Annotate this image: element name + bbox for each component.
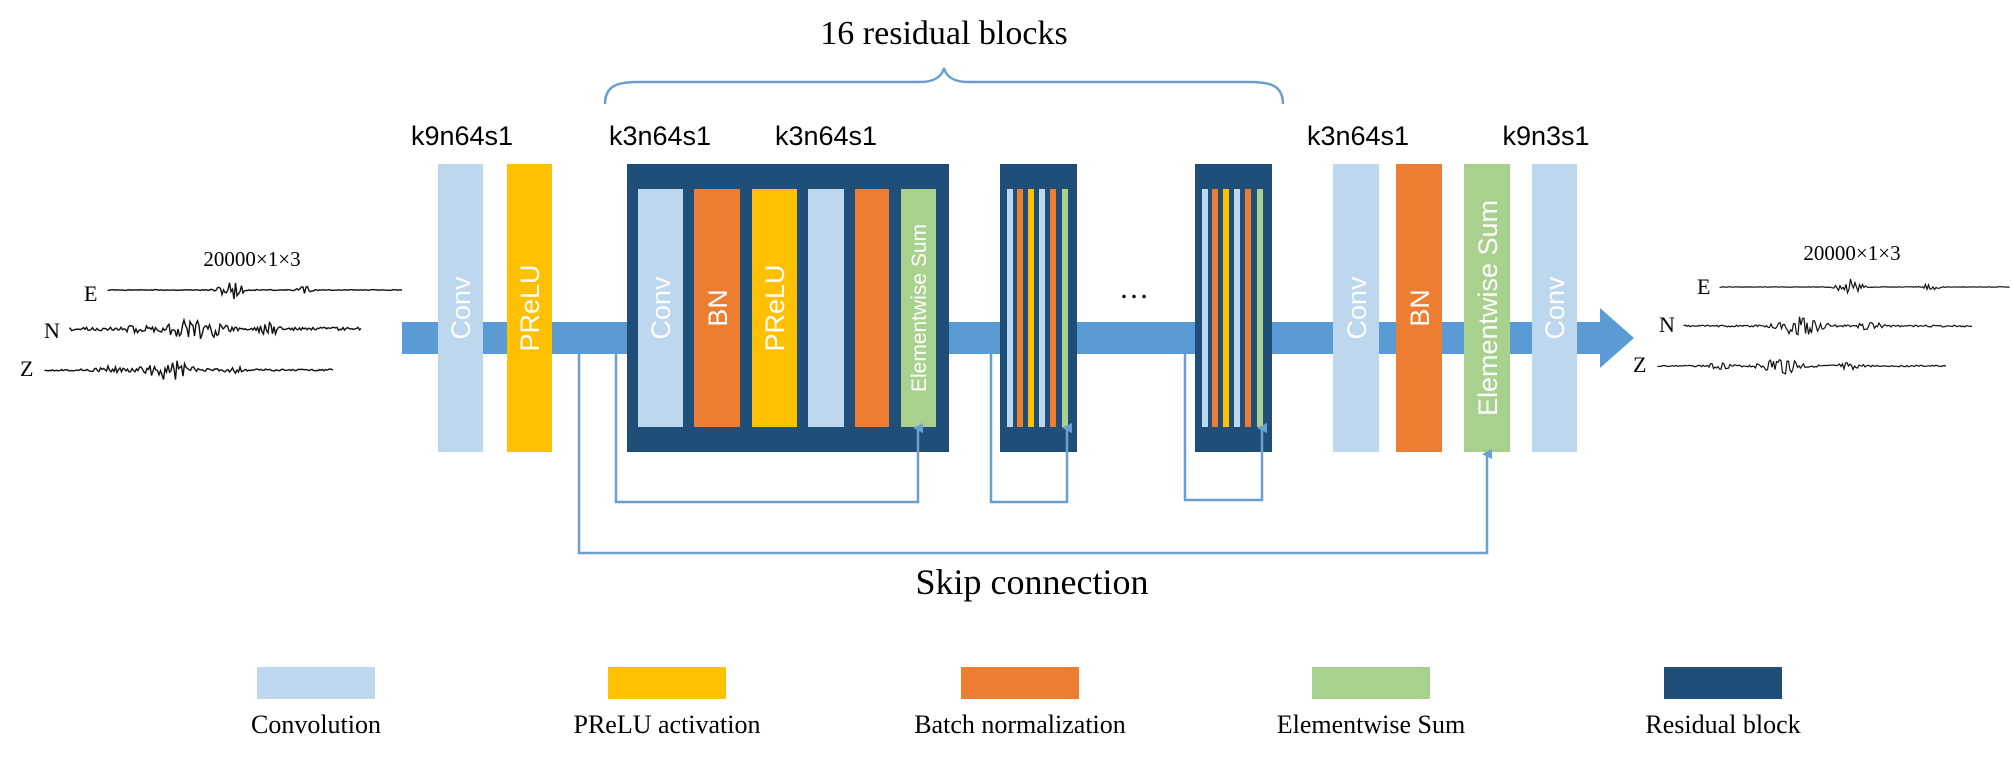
output-channel-e: E — [1697, 274, 1710, 299]
output-seismogram: 20000×1×3 E N Z — [1633, 241, 2010, 377]
skip-elementwise-sum-layer: Elementwise Sum — [1464, 164, 1510, 452]
legend-label-batchnorm: Batch normalization — [914, 710, 1126, 739]
residual-block-compact-n — [1195, 164, 1272, 452]
res-bn-1-label: BN — [703, 289, 733, 327]
input-wave-z — [44, 360, 334, 380]
legend-label-elementwise: Elementwise Sum — [1277, 710, 1465, 739]
output-channel-z: Z — [1633, 352, 1646, 377]
first-conv-label: Conv — [446, 276, 476, 340]
res-elementwise-sum — [901, 189, 936, 427]
res-bn-2 — [855, 189, 889, 427]
legend: Convolution PReLU activation Batch norma… — [251, 667, 1801, 739]
legend-label-residual: Residual block — [1645, 710, 1800, 739]
output-channel-n: N — [1659, 312, 1675, 337]
first-prelu-label: PReLU — [515, 264, 545, 351]
input-channel-e: E — [84, 281, 97, 306]
legend-item-elementwise: Elementwise Sum — [1277, 667, 1465, 739]
legend-swatch-residual — [1664, 667, 1782, 699]
residual-blocks-brace — [603, 67, 1285, 105]
res-bn-1 — [694, 189, 740, 427]
res-prelu-label: PReLU — [760, 264, 790, 351]
param-res-conv1: k3n64s1 — [609, 121, 711, 151]
residual-connector-n — [1183, 354, 1267, 502]
param-post: k3n64s1 — [1307, 121, 1409, 151]
residual-connector-1 — [614, 354, 923, 504]
legend-swatch-convolution — [257, 667, 375, 699]
first-prelu-layer: PReLU — [507, 164, 552, 452]
param-final: k9n3s1 — [1502, 121, 1589, 151]
post-conv-layer: Conv — [1333, 164, 1379, 452]
res-conv-1 — [638, 189, 683, 427]
legend-item-prelu: PReLU activation — [573, 667, 761, 739]
input-shape-label: 20000×1×3 — [203, 247, 300, 271]
input-channel-n: N — [44, 318, 60, 343]
input-seismogram: 20000×1×3 E N Z — [20, 247, 403, 381]
post-bn-layer: BN — [1396, 164, 1442, 452]
ellipsis: … — [1119, 272, 1149, 305]
legend-swatch-prelu — [608, 667, 726, 699]
res-sum-label: Elementwise Sum — [908, 224, 931, 392]
legend-item-batchnorm: Batch normalization — [914, 667, 1126, 739]
input-wave-n — [69, 317, 362, 339]
legend-swatch-batchnorm — [961, 667, 1079, 699]
post-conv-label: Conv — [1342, 276, 1372, 340]
final-conv-label: Conv — [1540, 276, 1570, 340]
residual-connector-2 — [989, 354, 1072, 504]
input-wave-e — [107, 282, 403, 300]
main-flow-arrow-head — [1600, 308, 1634, 368]
residual-connectors — [577, 354, 1492, 555]
param-first: k9n64s1 — [411, 121, 513, 151]
legend-label-prelu: PReLU activation — [573, 710, 760, 739]
output-wave-z — [1657, 358, 1947, 375]
skip-connection-line — [577, 354, 1492, 555]
skip-connection-label: Skip connection — [916, 562, 1149, 602]
param-res-conv2: k3n64s1 — [775, 121, 877, 151]
first-conv-layer: Conv — [438, 164, 483, 452]
output-shape-label: 20000×1×3 — [1803, 241, 1900, 265]
residual-block-compact-2 — [1000, 164, 1077, 452]
output-wave-n — [1683, 316, 1973, 336]
post-bn-label: BN — [1405, 289, 1435, 327]
title-label: 16 residual blocks — [820, 15, 1067, 52]
res-prelu — [752, 189, 797, 427]
legend-item-convolution: Convolution — [251, 667, 381, 739]
res-conv-1-label: Conv — [646, 276, 676, 340]
legend-label-convolution: Convolution — [251, 710, 381, 739]
skip-sum-label: Elementwise Sum — [1473, 200, 1503, 416]
res-conv-2 — [808, 189, 844, 427]
final-conv-layer: Conv — [1532, 164, 1577, 452]
input-channel-z: Z — [20, 356, 33, 381]
legend-swatch-elementwise — [1312, 667, 1430, 699]
legend-item-residual: Residual block — [1645, 667, 1801, 739]
output-wave-e — [1719, 278, 2010, 295]
residual-block-expanded: Conv BN PReLU Elementwise Sum — [627, 164, 949, 452]
